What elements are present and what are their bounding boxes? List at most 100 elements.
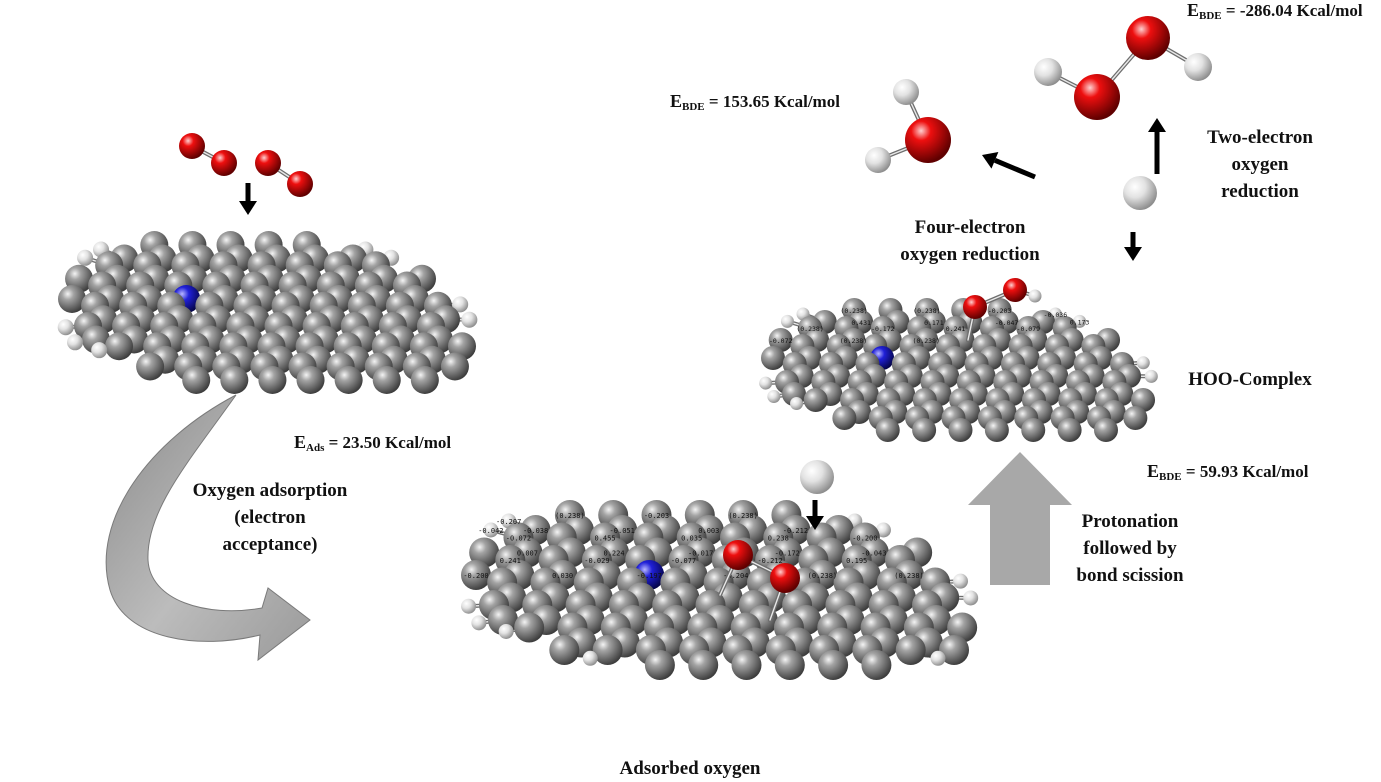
carbon-atom [644, 650, 675, 680]
charge-label: 0.241 [500, 557, 521, 565]
arrow-four-electron-shaft [993, 158, 1036, 180]
charge-label: -0.079 [1017, 325, 1041, 333]
carbon-atom [514, 612, 545, 643]
carbon-atom [688, 650, 719, 680]
hydrogen-atom [1034, 58, 1062, 86]
charge-label: -0.172 [775, 550, 800, 558]
carbon-atom [768, 328, 793, 352]
arrow-up-two-electron [1148, 118, 1166, 132]
carbon-atom [105, 332, 134, 361]
hydrogen-atom [893, 79, 919, 105]
carbon-atom [182, 366, 211, 394]
charge-label: -0.212 [783, 527, 808, 535]
carbon-atom [947, 612, 978, 643]
charge-label: -0.038 [523, 527, 548, 535]
oxygen-atom [211, 150, 237, 176]
charge-label: 0.238 [768, 535, 789, 543]
charge-label: -0.197 [637, 572, 662, 580]
hydrogen-atom [77, 249, 94, 266]
charge-label: -0.072 [506, 535, 531, 543]
hydrogen-atom [800, 460, 834, 494]
bde-water-label: EBDE = 153.65 Kcal/mol [670, 91, 840, 113]
carbon-atom [939, 635, 970, 665]
charge-label: (0.238) [555, 512, 585, 520]
hydrogen-atom [1123, 176, 1157, 210]
carbon-atom [440, 352, 469, 381]
hydrogen-atom [759, 376, 773, 390]
hydrogen-atom [963, 590, 979, 606]
carbon-atom [803, 388, 828, 412]
hydrogen-atom [582, 650, 598, 666]
charge-label: (0.238) [808, 572, 838, 580]
oxygen-atom [905, 117, 951, 163]
charge-label: (0.238) [840, 337, 867, 345]
hoo-complex-label: HOO-Complex [1188, 369, 1312, 390]
charge-label: -0.029 [584, 557, 609, 565]
carbon-atom [761, 346, 785, 370]
carbon-atom [1131, 388, 1156, 412]
oxygen-atom [723, 540, 753, 570]
arrow-o2-down [239, 201, 257, 215]
charge-label: -0.072 [769, 337, 793, 345]
carbon-atom [592, 635, 623, 665]
charge-label: -0.203 [988, 307, 1012, 315]
carbon-atom [461, 560, 491, 590]
charge-label: 0.171 [924, 319, 944, 327]
carbon-atom [861, 650, 892, 680]
carbon-atom [1021, 418, 1046, 442]
arrow-h-to-complex [1124, 247, 1142, 261]
charge-label: (0.238) [796, 325, 823, 333]
carbon-atom [220, 366, 249, 394]
adsorbed-oxygen-label: Adsorbed oxygen [619, 758, 761, 779]
hydrogen-atom [953, 573, 969, 589]
charge-label: -0.077 [671, 557, 696, 565]
charge-label: 0.224 [604, 550, 625, 558]
charge-label: -0.172 [871, 325, 895, 333]
charge-label: 0.431 [851, 319, 871, 327]
hydrogen-atom [57, 319, 74, 336]
carbon-atom [410, 366, 439, 394]
hydrogen-atom [461, 598, 477, 614]
charge-label: 0.173 [1070, 318, 1090, 326]
charge-label: -0.212 [757, 557, 782, 565]
hydrogen-atom [498, 623, 514, 639]
hydrogen-atom [1144, 369, 1158, 383]
oxygen-atom [1074, 74, 1120, 120]
hydrogen-atom [1184, 53, 1212, 81]
carbon-atom [912, 418, 937, 442]
oxygen-atom [255, 150, 281, 176]
charge-label: 0.007 [517, 550, 538, 558]
carbon-atom [1123, 406, 1148, 430]
carbon-atom [875, 418, 900, 442]
charge-label: -0.017 [688, 550, 713, 558]
hydrogen-atom [767, 389, 781, 403]
black-arrows [239, 118, 1166, 530]
charge-label: 0.195 [846, 557, 867, 565]
charge-label: 0.003 [698, 527, 719, 535]
oxygen-atom [287, 171, 313, 197]
carbon-atom [296, 366, 325, 394]
ads-energy-label: EAds = 23.50 Kcal/mol [294, 432, 452, 454]
hydrogen-atom [67, 334, 84, 351]
hydrogen-atom [461, 311, 478, 328]
charge-label: -0.207 [496, 518, 521, 526]
arrow-h-to-adsorbed [806, 516, 824, 530]
charge-label: -0.047 [995, 319, 1019, 327]
curved-arrow-adsorption [105, 394, 311, 662]
charge-label: -0.200 [852, 535, 877, 543]
hydrogen-atom [790, 396, 804, 410]
charge-label: (0.238) [913, 307, 940, 315]
charge-label: (0.238) [728, 512, 758, 520]
charge-label: -0.043 [861, 550, 886, 558]
hydrogen-atom [91, 342, 108, 359]
up-arrow-protonation [968, 452, 1072, 585]
hydrogen-atom [1136, 356, 1150, 370]
carbon-atom [948, 418, 973, 442]
hydrogen-atom [930, 650, 946, 666]
charge-label: -0.042 [478, 527, 503, 535]
